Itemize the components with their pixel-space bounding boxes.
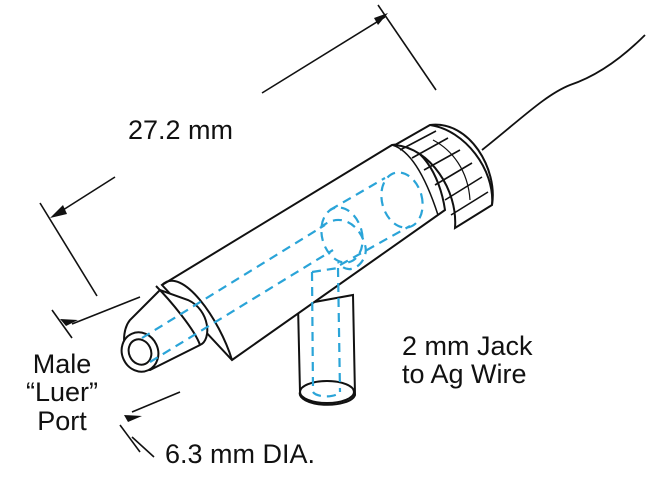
jack-label: 2 mm Jack to Ag Wire (402, 332, 533, 389)
internal-hidden-lines (141, 171, 424, 398)
length-dimension-lines (39, 4, 437, 297)
port-label-line1: Male (32, 349, 92, 379)
side-jack-tube (296, 293, 357, 406)
jack-label-line2: to Ag Wire (402, 359, 527, 390)
port-label-line2: “Luer” (25, 377, 99, 408)
male-luer-port-label: Male “Luer” Port (12, 350, 112, 435)
length-dimension-label: 27.2 mm (128, 115, 234, 145)
ag-wire (481, 34, 646, 151)
knurled-end-cap (391, 123, 494, 230)
diameter-dimension-label: 6.3 mm DIA. (165, 439, 316, 469)
jack-label-line1: 2 mm Jack (402, 331, 533, 361)
port-label-line3: Port (37, 405, 87, 436)
diameter-dimension-lines (51, 296, 181, 458)
